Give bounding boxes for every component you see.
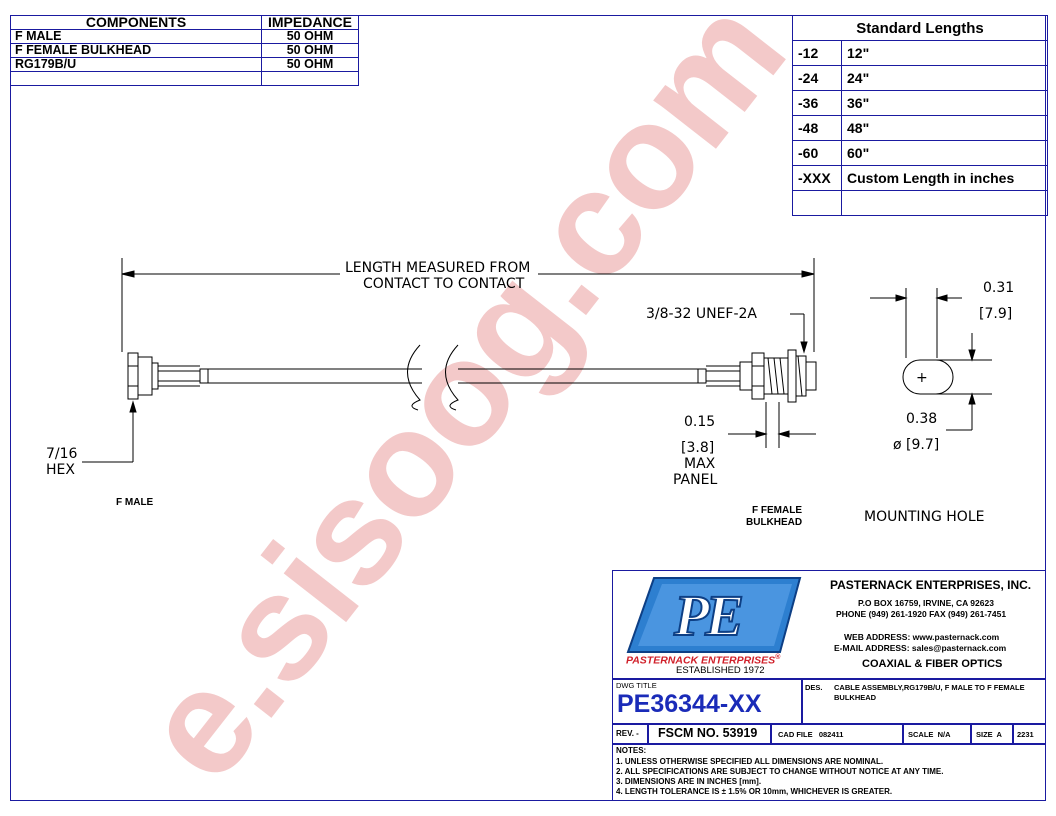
hex-label-2: HEX [46,462,75,478]
notes-cell [612,744,1046,801]
logo-area [612,570,1046,679]
description: CABLE ASSEMBLY,RG179B/U, F MALE TO F FEM… [834,683,1025,702]
fscm-cell [648,724,771,744]
length-code: -24 [792,65,842,91]
des-label: DES. [805,683,823,692]
logo-company: PASTERNACK ENTERPRISES® [626,654,781,667]
sheet-cell [1013,724,1046,744]
established: ESTABLISHED 1972 [676,665,765,676]
length-value: 48" [841,115,1048,141]
length-code: -12 [792,40,842,66]
web-address: WEB ADDRESS: www.pasternack.com [844,632,1000,642]
length-label-2: CONTACT TO CONTACT [363,276,525,292]
mounting-hole-label: MOUNTING HOLE [864,509,985,525]
tagline: COAXIAL & FIBER OPTICS [862,658,1003,670]
notes-label: NOTES: [616,746,647,755]
fscm: FSCM NO. 53919 [658,726,758,740]
hole-width-label-1: 0.31 [983,280,1015,296]
length-code: -36 [792,90,842,116]
note-1: 1. UNLESS OTHERWISE SPECIFIED ALL DIMENS… [616,757,884,766]
scale-cell [903,724,971,744]
rev-cell [612,724,648,744]
table-row: F MALE 50 OHM [10,29,359,44]
length-label-1: LENGTH MEASURED FROM [345,260,531,276]
rev: REV. - [616,729,639,738]
note-3: 3. DIMENSIONS ARE IN INCHES [mm]. [616,777,762,786]
length-value: 36" [841,90,1048,116]
size-cell [971,724,1013,744]
impedance-cell [261,71,359,86]
note-4: 4. LENGTH TOLERANCE IS ± 1.5% OR 10mm, W… [616,787,893,796]
panel-label-1: 0.15 [684,414,716,430]
dwg-title: PE36344-XX [617,690,762,718]
length-code [792,190,842,216]
hole-center-mark: + [916,370,928,386]
length-code: -60 [792,140,842,166]
length-value [841,190,1048,216]
logo-letters: PE [673,582,745,649]
sheet-number: 2231 [1017,730,1034,739]
scale: SCALE N/A [908,730,951,739]
table-row [792,190,1048,216]
hole-diameter-label-1: 0.38 [906,411,938,427]
email-address: E-MAIL ADDRESS: sales@pasternack.com [834,643,1007,653]
phone: PHONE (949) 261-1920 FAX (949) 261-7451 [836,609,1007,619]
f-male-label: F MALE [116,497,154,508]
cad-file: CAD FILE 082411 [778,730,844,739]
company-name: PASTERNACK ENTERPRISES, INC. [830,578,1032,592]
panel-label-4: PANEL [673,472,718,488]
cad-file-cell [771,724,903,744]
dwg-title-cell [612,679,802,724]
component-cell: F FEMALE BULKHEAD [10,43,262,58]
title-block: PE PASTERNACK ENTERPRISES® ESTABLISHED 1… [612,570,1046,801]
panel-label-2: [3.8] [681,440,715,456]
f-female-label-2: BULKHEAD [746,517,803,528]
standard-lengths-title: Standard Lengths [792,15,1048,41]
f-female-label-1: F FEMALE [752,505,802,516]
table-row [10,71,359,86]
impedance-cell: 50 OHM [261,29,359,44]
note-2: 2. ALL SPECIFICATIONS ARE SUBJECT TO CHA… [616,767,944,776]
description-cell [802,679,1046,724]
address: P.O BOX 16759, IRVINE, CA 92623 [858,598,994,608]
hole-width-label-2: [7.9] [979,306,1013,322]
thread-label: 3/8-32 UNEF-2A [646,306,758,322]
length-value: Custom Length in inches [841,165,1048,191]
components-table: COMPONENTS IMPEDANCE F MALE 50 OHM F FEM… [10,15,359,86]
size: SIZE A [976,730,1002,739]
drawing-border [10,15,1046,801]
panel-label-3: MAX [684,456,716,472]
pe-logo [626,577,802,653]
hex-label-1: 7/16 [46,446,78,462]
hole-diameter-label-2: ø [9.7] [893,437,940,453]
length-code: -XXX [792,165,842,191]
table-row: F FEMALE BULKHEAD 50 OHM [10,43,359,58]
dwg-title-label: DWG TITLE [616,681,657,690]
